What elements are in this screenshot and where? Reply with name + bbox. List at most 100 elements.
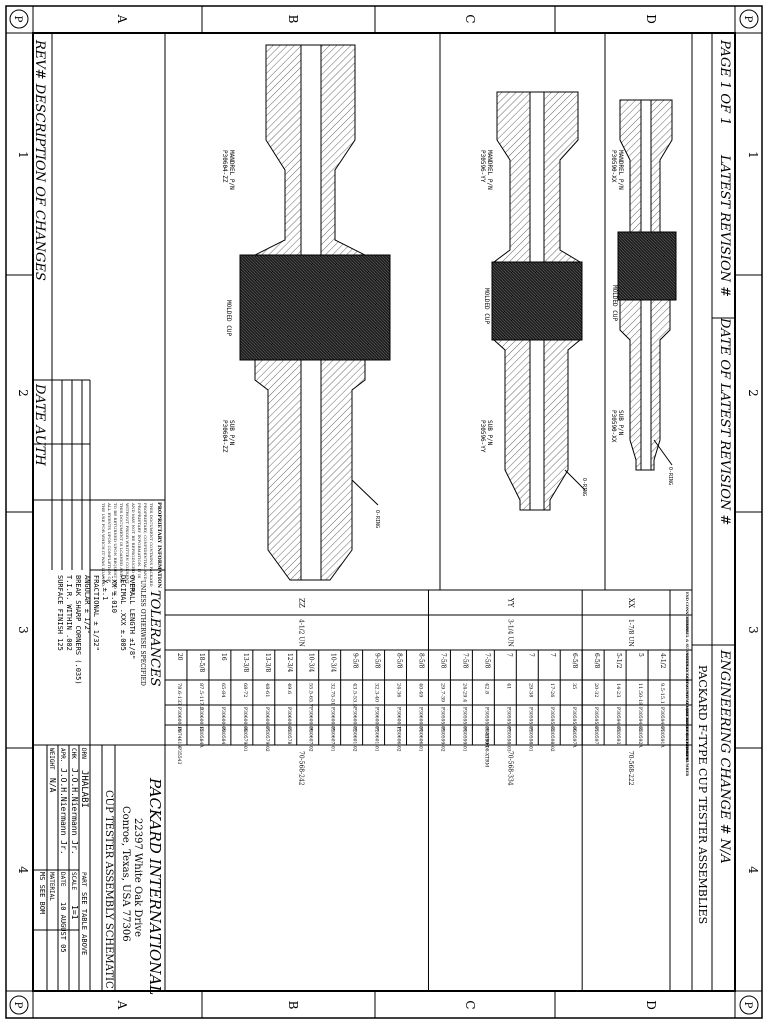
- table-cell-weight-range: 17-26: [549, 683, 555, 697]
- table-header-cell: REPL RUBBER NUMBER: [685, 727, 689, 776]
- xx-sub-label: SUB P/N: [617, 410, 624, 436]
- table-cell-casing-size: 10-3/4: [308, 653, 315, 673]
- table-cell-assembly-pn: P30595-03: [527, 707, 533, 732]
- zone-label-2-left: 2: [16, 389, 30, 397]
- proprietary-line: PROPRIETARY, CONFIDENTIAL AND: [143, 503, 148, 580]
- table-cell-rubber-pn: P30579-01: [242, 727, 248, 752]
- table-cell-assembly-pn: P30600-01: [374, 707, 380, 732]
- corner-mark-tr: P: [742, 16, 753, 23]
- table-cell-rubber-pn: P874619: [176, 727, 182, 747]
- drn-value: JHALABI: [79, 770, 89, 808]
- zone-labels: D C B A D C B A 1 2 3 4 1 2 3 4: [16, 14, 760, 1010]
- proprietary-line: WITHOUT PRIOR WRITTEN CONSENT.: [125, 503, 130, 584]
- tolerance-line: .X ±.1: [101, 575, 109, 600]
- table-cell-weight-range: 55.5-65.7: [308, 683, 314, 707]
- yy-mandrel-pn: P30596-YY: [479, 150, 486, 183]
- table-cell-middle-code: 4-1/2 UN: [298, 619, 305, 647]
- table-header-cell: O-RING: [685, 747, 689, 762]
- material-label: MATERIAL: [48, 872, 55, 901]
- page-label: PAGE 1 OF 1: [717, 39, 732, 125]
- table-cell-middle-code: 1-7/8 UN: [627, 619, 634, 647]
- scale-label: SCALE: [70, 872, 77, 890]
- table-cell-extra-part: P35543: [176, 747, 182, 764]
- tolerances-subtitle: UNLESS OTHERWISE SPECIFIED: [139, 580, 146, 686]
- table-cell-end-connection: ZZ: [298, 598, 306, 608]
- corner-mark-tl: P: [12, 16, 23, 23]
- company-address-1: 22397 White Oak Drive: [132, 818, 143, 937]
- table-cell-weight-range: 35: [571, 683, 577, 689]
- table-cell-assembly-pn: P30595-06: [571, 707, 577, 732]
- zone-label-b-bottom: B: [286, 1001, 300, 1010]
- proprietary-line: THIS DOCUMENT CONTAINS PACKARD: [149, 503, 154, 587]
- table-cell-weight-range: 32.3-40: [374, 683, 380, 702]
- engineering-change-label: ENGINEERING CHANGE # N/A: [717, 649, 732, 864]
- table-cell-middle-code: 3-1/4 UN: [506, 619, 513, 647]
- table-cell-weight-range: 9.5-15.1: [659, 683, 665, 704]
- table-cell-casing-size: 13-3/8: [264, 653, 271, 673]
- table-cell-oring: 70-568-242: [298, 751, 305, 786]
- table-cell-assembly-pn: P30600-07: [264, 707, 270, 732]
- table-header-cell: CASING WEIGHT RANGE (LB/FT): [685, 682, 689, 749]
- table-cell-rubber-pn: P30579-02: [264, 727, 270, 752]
- table-cell-rubber-pn: P30598-03: [505, 727, 511, 752]
- revision-header: PAGE 1 OF 1 LATEST REVISION # DATE OF LA…: [691, 33, 735, 991]
- tolerance-line: SURFACE FINISH 125: [56, 575, 64, 651]
- zone-label-c-bottom: C: [463, 1000, 477, 1009]
- tolerance-line: T.I.R. WITHIN .002: [65, 575, 73, 651]
- tolerance-line: ANGULAR ± 1/2°: [83, 575, 91, 634]
- table-cell-casing-size: 18-5/8: [198, 653, 205, 673]
- zz-mandrel-label: MANDREL P/N: [228, 150, 235, 190]
- table-cell-assembly-pn: P30594-02: [637, 707, 643, 732]
- table-cell-assembly-pn: P30600-08: [242, 707, 248, 732]
- table-cell-weight-range: 49.6: [286, 683, 292, 694]
- tolerances-block: TOLERANCES UNLESS OTHERWISE SPECIFIED OV…: [56, 569, 166, 746]
- table-cell-assembly-pn: P30600-04: [418, 707, 424, 732]
- table-cell-weight-range: 43.5-53.5: [352, 683, 358, 707]
- table-cell-weight-range: 29.7-39: [439, 683, 445, 702]
- table-cell-casing-size: 7: [549, 653, 556, 657]
- table-cell-rubber-pn: P30592A: [637, 727, 643, 748]
- table-cell-casing-size: 4-1/2: [659, 653, 666, 669]
- table-cell-weight-range: 14-23: [615, 683, 621, 697]
- table-header-cell: NOMINAL CASING SIZE OD (INCHES): [685, 652, 689, 728]
- table-cell-casing-size: 13-3/8: [242, 653, 249, 673]
- tolerance-line: BREAK SHARP CORNERS (.035): [74, 575, 82, 685]
- table-header-cell: END CONNECTIONS: [685, 592, 689, 633]
- table-cell-weight-range: 78.6-133: [176, 683, 182, 705]
- revision-description-header: REV# DESCRIPTION OF CHANGES: [32, 39, 47, 281]
- revision-date-auth-header: DATE AUTH: [32, 383, 47, 466]
- table-cell-casing-size: 5: [637, 653, 644, 657]
- corner-marks: P P P P: [9, 9, 759, 1015]
- table-cell-assembly-pn: P30600-10: [176, 707, 182, 732]
- table-cell-rubber-pn: P30601-02: [352, 727, 358, 752]
- table-cell-casing-size: 12-3/4: [286, 653, 293, 673]
- table-cell-casing-size: 7: [527, 653, 534, 657]
- tolerance-line: FRACTIONAL ± 1/32": [92, 575, 100, 651]
- zz-sub-pn: P30604-ZZ: [221, 420, 228, 453]
- proprietary-line: TO BE RETURNED UPON REQUEST AND IN: [113, 503, 118, 596]
- part-label: PART: [80, 872, 87, 887]
- drawing-title: CUP TESTER ASSEMBLY SCHEMATIC: [103, 790, 114, 989]
- table-cell-rubber-pn: P30593: [615, 727, 621, 744]
- zz-oring-label: O-RING: [374, 510, 380, 528]
- date-latest-revision-label: DATE OF LATEST REVISION #: [717, 317, 732, 525]
- table-cell-rubber-pn: P30584: [220, 727, 226, 744]
- part-value: SEE TABLE ABOVE: [80, 892, 88, 955]
- corner-mark-bl: P: [12, 1002, 23, 1009]
- table-cell-rubber-pn: P30598-02: [549, 727, 555, 752]
- table-cell-weight-range: 42.8: [483, 683, 489, 694]
- table-cell-assembly-pn: P30600-03: [286, 707, 292, 732]
- table-cell-oring: 70-568-334: [506, 751, 513, 786]
- table-cell-casing-size: 10-3/4: [330, 653, 337, 673]
- zone-label-d-bottom: D: [644, 1000, 658, 1010]
- table-cell-rubber-pn: P30606-02: [396, 727, 402, 752]
- table-cell-rubber-pn: P30597A: [571, 727, 577, 748]
- zone-label-4-left: 4: [16, 866, 30, 874]
- parts-table: END CONNECTIONSMANDREL & SUB MIDDLE CODE…: [164, 590, 692, 991]
- table-cell-rubber-pn: P30598-01: [527, 727, 533, 752]
- zone-label-a-bottom: A: [115, 1000, 129, 1010]
- company-name: PACKARD INTERNATIONAL: [146, 777, 164, 995]
- table-cell-rubber-pn: P30578: [286, 727, 292, 744]
- assembly-yy-drawing: MANDREL P/N P30596-YY MOLDED CUP SUB P/N…: [479, 91, 587, 511]
- table-cell-weight-range: 68-72: [242, 683, 248, 697]
